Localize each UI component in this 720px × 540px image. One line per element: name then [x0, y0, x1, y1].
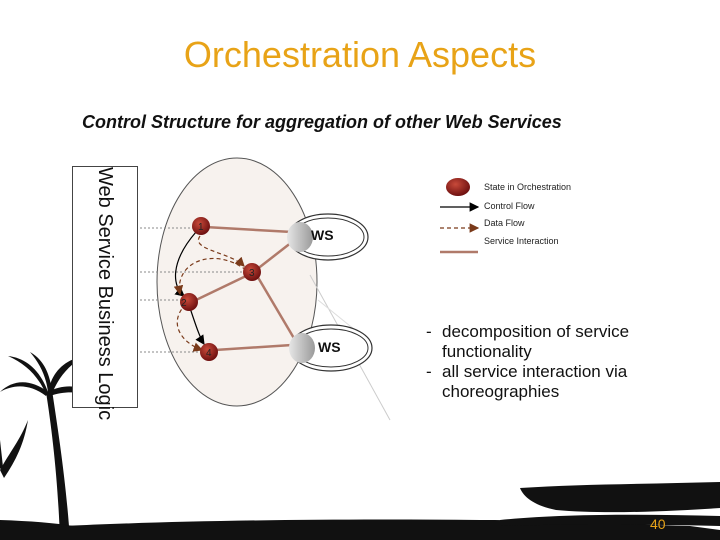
data-flow-arrow: [176, 303, 204, 352]
legend-symbols: [440, 178, 480, 254]
ws-label-bottom: WS: [318, 339, 341, 355]
bullet-list: - decomposition of service functionality…: [426, 322, 686, 402]
service-interaction-line: [255, 241, 293, 271]
state-number: 4: [206, 348, 212, 359]
orchestration-boundary: [156, 157, 318, 407]
service-interaction-line: [254, 273, 297, 341]
legend-state-icon: [446, 178, 470, 196]
state-node-4: 4: [200, 343, 218, 361]
business-logic-panel: Web Service Business Logic: [72, 166, 138, 421]
bullet-item: - all service interaction via choreograp…: [426, 362, 686, 402]
service-interaction-line: [204, 225, 293, 234]
slide-subtitle: Control Structure for aggregation of oth…: [82, 112, 562, 132]
business-logic-label: Web Service Business Logic: [94, 167, 116, 421]
bullet-item: - decomposition of service functionality: [426, 322, 686, 362]
state-number: 1: [198, 222, 204, 233]
ws-interaction-line: [317, 299, 356, 331]
state-node-3: 3: [243, 263, 261, 281]
state-number: 2: [181, 298, 187, 309]
data-flow-arrow: [173, 257, 247, 296]
bullet-text: decomposition of service functionality: [442, 322, 630, 361]
legend-service-interaction-label: Service Interaction: [484, 236, 559, 246]
data-flow-arrow: [197, 235, 245, 267]
web-service-node-bottom: [289, 324, 373, 372]
page-number: 40: [650, 516, 666, 532]
legend-control-flow-label: Control Flow: [484, 201, 535, 211]
service-interaction-line: [214, 343, 293, 352]
bullet-dash: -: [426, 322, 432, 341]
legend-data-flow-label: Data Flow: [484, 218, 525, 228]
bullet-dash: -: [426, 362, 432, 381]
canoe-silhouette: [30, 482, 720, 540]
service-interaction-line: [195, 274, 247, 302]
slide-title: Orchestration Aspects: [183, 34, 537, 75]
state-node-1: 1: [192, 217, 210, 235]
state-number: 3: [249, 268, 255, 279]
control-flow-arrow: [189, 307, 205, 345]
ws-label-top: WS: [311, 227, 334, 243]
state-node-2: 2: [180, 293, 198, 311]
bullet-text: all service interaction via choreographi…: [442, 362, 628, 401]
web-service-node-top: [287, 213, 369, 261]
legend-state-label: State in Orchestration: [484, 182, 572, 192]
